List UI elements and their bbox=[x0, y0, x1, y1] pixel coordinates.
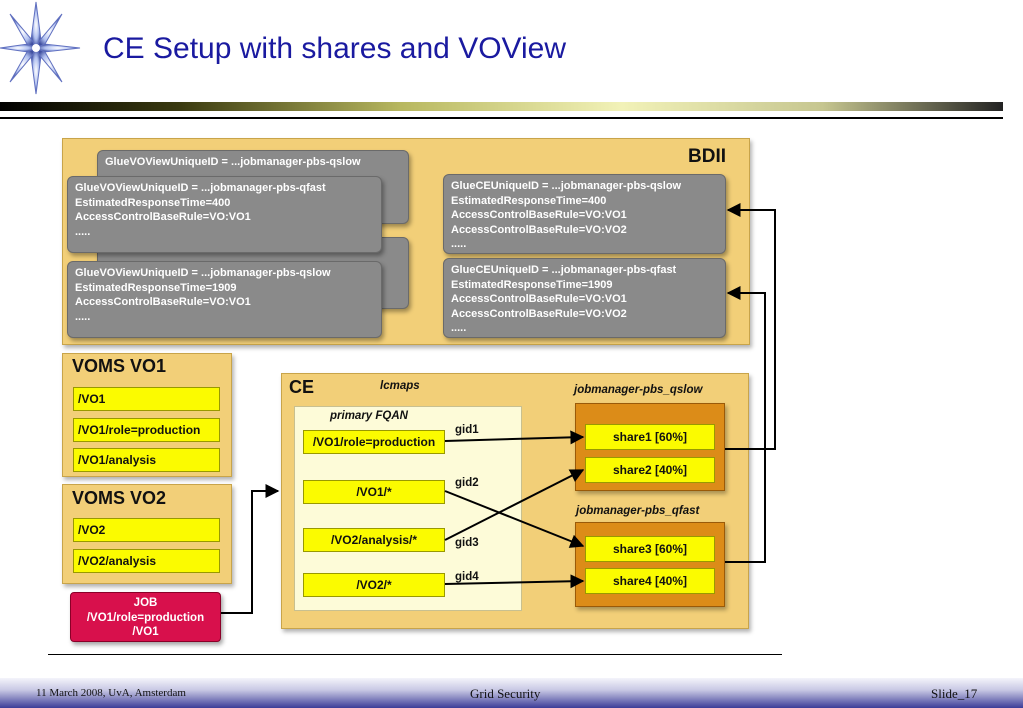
fqan-item: /VO2/analysis/* bbox=[303, 528, 445, 552]
arrow-gid2 bbox=[444, 490, 585, 548]
vo-view-box: GlueVOViewUniqueID = ...jobmanager-pbs-q… bbox=[67, 176, 382, 253]
lcmaps-label: lcmaps bbox=[380, 380, 420, 392]
job-line: /VO1 bbox=[132, 626, 159, 638]
gid-label: gid4 bbox=[455, 571, 479, 583]
arrow-qslow-to-bdii bbox=[725, 203, 776, 450]
voms-item: /VO1 bbox=[73, 387, 220, 411]
footer-date: 11 March 2008, UvA, Amsterdam bbox=[36, 687, 186, 699]
share-item: share2 [40%] bbox=[585, 457, 715, 483]
fqan-item: /VO1/role=production bbox=[303, 430, 445, 454]
arrow-gid3 bbox=[444, 469, 585, 541]
arrow-gid4 bbox=[444, 574, 585, 589]
bdii-label: BDII bbox=[688, 146, 726, 167]
title-divider bbox=[0, 117, 1003, 119]
gid-label: gid1 bbox=[455, 424, 479, 436]
gid-label: gid2 bbox=[455, 477, 479, 489]
fqan-item: /VO2/* bbox=[303, 573, 445, 597]
job-box: JOB /VO1/role=production /VO1 bbox=[70, 592, 221, 642]
share-item: share1 [60%] bbox=[585, 424, 715, 450]
star-logo-icon bbox=[0, 1, 81, 95]
job-line: /VO1/role=production bbox=[86, 611, 205, 624]
footer-bar bbox=[0, 678, 1023, 708]
voms-vo1-label: VOMS VO1 bbox=[72, 356, 167, 376]
voms-item: /VO2 bbox=[73, 518, 220, 542]
slide-title: CE Setup with shares and VOView bbox=[103, 32, 567, 65]
jobmanager-label: jobmanager-pbs_qfast bbox=[576, 505, 700, 517]
voms-item: /VO2/analysis bbox=[73, 549, 220, 573]
arrow-gid1 bbox=[444, 430, 585, 445]
arrow-qfast-to-bdii bbox=[725, 286, 766, 563]
title-underline-bar bbox=[0, 102, 1003, 111]
voms-item: /VO1/analysis bbox=[73, 448, 220, 472]
voms-vo2-label: VOMS VO2 bbox=[72, 488, 167, 508]
voms-item: /VO1/role=production bbox=[73, 418, 220, 442]
gid-label: gid3 bbox=[455, 537, 479, 549]
arrow-job-to-ce bbox=[221, 484, 280, 614]
ce-label: CE bbox=[289, 377, 315, 397]
ce-entry-box: GlueCEUniqueID = ...jobmanager-pbs-qslow… bbox=[443, 174, 726, 254]
vo-view-box: GlueVOViewUniqueID = ...jobmanager-pbs-q… bbox=[67, 261, 382, 338]
footer-divider bbox=[48, 654, 782, 655]
jobmanager-label: jobmanager-pbs_qslow bbox=[574, 384, 703, 396]
primary-fqan-label: primary FQAN bbox=[330, 410, 408, 422]
fqan-item: /VO1/* bbox=[303, 480, 445, 504]
job-line: JOB bbox=[133, 597, 158, 609]
share-item: share4 [40%] bbox=[585, 568, 715, 594]
share-item: share3 [60%] bbox=[585, 536, 715, 562]
slide-number: Slide_17 bbox=[931, 686, 978, 701]
footer-topic: Grid Security bbox=[470, 686, 541, 701]
ce-entry-box: GlueCEUniqueID = ...jobmanager-pbs-qfast… bbox=[443, 258, 726, 338]
